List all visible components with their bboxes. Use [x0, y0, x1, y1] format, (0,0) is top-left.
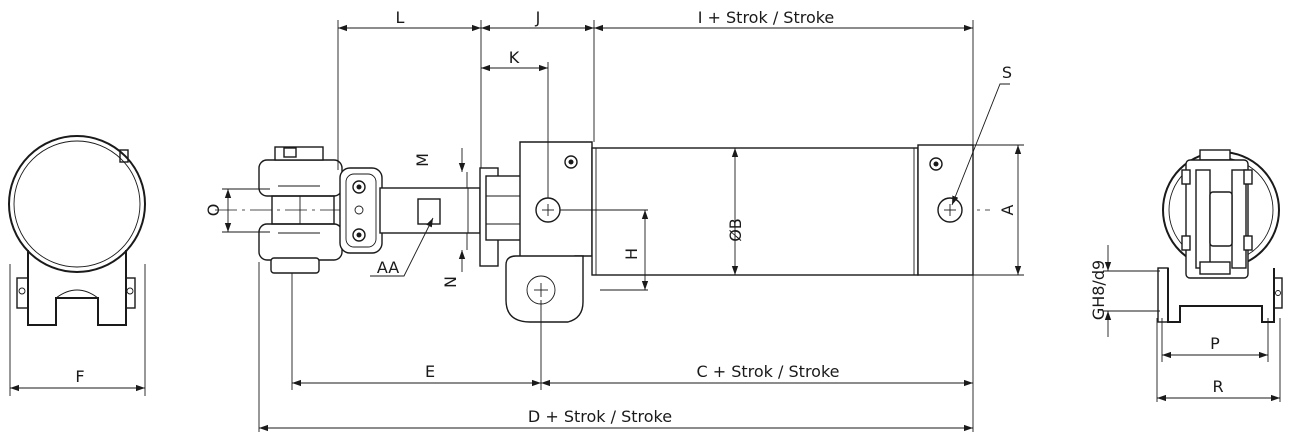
- label-n: N: [441, 276, 460, 288]
- label-c-stroke: C + Strok / Stroke: [696, 362, 839, 381]
- label-f: F: [75, 367, 84, 386]
- label-o: O: [204, 204, 223, 217]
- extension-lines: [222, 20, 1024, 432]
- main-side-view: [215, 20, 1024, 432]
- label-r: R: [1212, 377, 1223, 396]
- label-s: S: [1002, 63, 1012, 82]
- label-gh8-d9: GH8/d9: [1089, 260, 1108, 320]
- label-k: K: [509, 48, 520, 67]
- label-p: P: [1210, 334, 1220, 353]
- mounting-foot: [505, 255, 584, 323]
- label-l: L: [396, 8, 405, 27]
- label-d-stroke: D + Strok / Stroke: [528, 407, 672, 426]
- leader-lines: [370, 83, 1010, 277]
- label-aa: AA: [377, 258, 399, 277]
- rod-clevis: [258, 146, 343, 274]
- label-e: E: [425, 362, 435, 381]
- piston-rod: [379, 187, 481, 234]
- label-i-stroke: I + Strok / Stroke: [698, 8, 835, 27]
- right-end-view: [1103, 149, 1283, 402]
- clevis-connector: [339, 167, 383, 254]
- label-a: A: [998, 204, 1017, 215]
- label-j: J: [535, 8, 541, 27]
- label-ob: ØB: [726, 218, 745, 242]
- dimension-labels: L J I + Strok / Stroke K S M O AA N H ØB…: [75, 8, 1223, 426]
- label-m: M: [413, 153, 432, 167]
- rear-end-cap: [917, 144, 974, 276]
- left-end-view: [8, 135, 146, 396]
- dimension-lines: [224, 24, 1022, 432]
- label-h: H: [622, 248, 641, 260]
